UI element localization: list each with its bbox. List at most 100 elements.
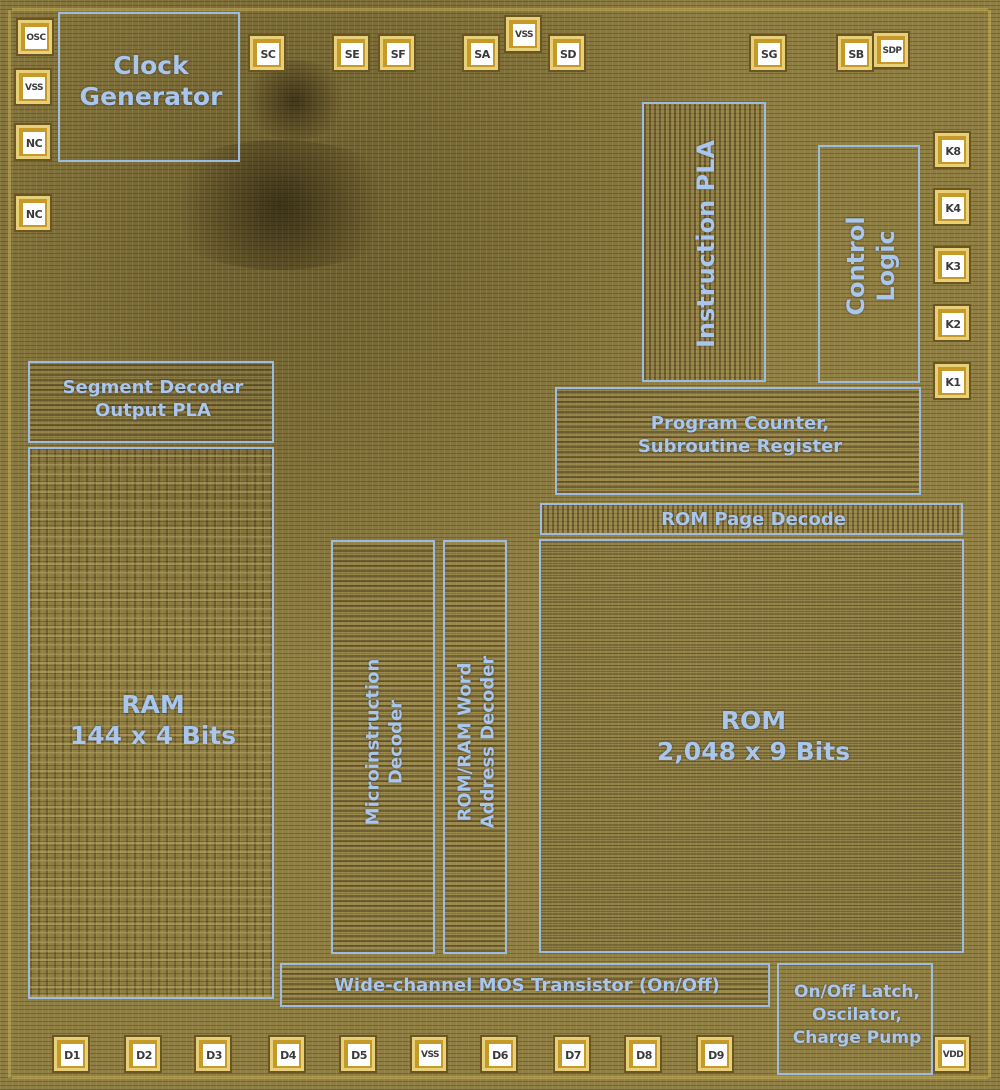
pad-nc-1-label: NC xyxy=(23,132,45,154)
pad-sb: SB xyxy=(838,36,872,70)
rom-label: ROM 2,048 x 9 Bits xyxy=(541,705,966,768)
clock-generator-line1: Clock xyxy=(113,51,189,80)
onoff-latch-line1: On/Off Latch, xyxy=(794,982,920,1002)
segment-decoder-line1: Segment Decoder xyxy=(62,377,244,398)
pad-sg-label: SG xyxy=(758,43,780,65)
pad-se-label: SE xyxy=(341,43,363,65)
pad-d4-label: D4 xyxy=(277,1044,299,1066)
clock-generator-label: Clock Generator xyxy=(60,50,242,113)
pad-sa-label: SA xyxy=(471,43,493,65)
pad-d3-label: D3 xyxy=(203,1044,225,1066)
pad-d6-label: D6 xyxy=(489,1044,511,1066)
pad-k2-label: K2 xyxy=(942,313,964,335)
clock-generator-line2: Generator xyxy=(79,82,223,112)
pad-d8: D8 xyxy=(626,1037,660,1071)
ram-line1: RAM xyxy=(121,690,185,719)
segment-decoder-label: Segment Decoder Output PLA xyxy=(30,377,276,422)
onoff-latch-block: On/Off Latch, Oscilator, Charge Pump xyxy=(777,963,933,1075)
pad-d4: D4 xyxy=(270,1037,304,1071)
pad-osc: OSC xyxy=(18,20,52,54)
top-bus-rail xyxy=(12,8,988,11)
wide-channel-mos-label: Wide-channel MOS Transistor (On/Off) xyxy=(334,975,720,996)
pad-vdd-label: VDD xyxy=(942,1044,964,1066)
rom-ram-word-decoder-label: ROM/RAM Word Address Decoder xyxy=(455,656,500,829)
rom-page-decode-label: ROM Page Decode xyxy=(661,509,846,530)
rom-ram-word-decoder-block: ROM/RAM Word Address Decoder xyxy=(443,540,507,954)
bottom-bus-rail xyxy=(12,1076,988,1079)
pad-k3: K3 xyxy=(935,248,969,282)
pad-sf-label: SF xyxy=(387,43,409,65)
rom-line1: ROM xyxy=(720,706,787,735)
pad-d3: D3 xyxy=(196,1037,230,1071)
pad-d1: D1 xyxy=(54,1037,88,1071)
microinstruction-decoder-line2: Decoder xyxy=(385,699,406,785)
pad-vss-left: VSS xyxy=(16,70,50,104)
pad-sdp: SDP xyxy=(874,33,908,67)
ram-block: RAM 144 x 4 Bits xyxy=(28,447,274,999)
pad-d7: D7 xyxy=(555,1037,589,1071)
instruction-pla-block: Instruction PLA xyxy=(642,102,766,382)
instruction-pla-label: Instruction PLA xyxy=(692,139,720,349)
pad-d2-label: D2 xyxy=(133,1044,155,1066)
pad-vss-left-label: VSS xyxy=(23,77,45,99)
program-counter-label: Program Counter, Subroutine Register xyxy=(557,413,923,458)
pad-vss-top-label: VSS xyxy=(513,24,535,46)
program-counter-block: Program Counter, Subroutine Register xyxy=(555,387,921,495)
pad-d8-label: D8 xyxy=(633,1044,655,1066)
pad-k1-label: K1 xyxy=(942,371,964,393)
left-bus-rail xyxy=(8,10,11,1078)
rom-block: ROM 2,048 x 9 Bits xyxy=(539,539,964,953)
pad-nc-2: NC xyxy=(16,196,50,230)
pad-sc: SC xyxy=(250,36,284,70)
rom-page-decode-block: ROM Page Decode xyxy=(540,503,963,535)
microinstruction-decoder-label: Microinstruction Decoder xyxy=(363,659,408,826)
pad-vdd: VDD xyxy=(935,1037,969,1071)
control-logic-line2: Logic xyxy=(872,230,900,302)
pad-k1: K1 xyxy=(935,364,969,398)
pad-sdp-label: SDP xyxy=(881,40,903,62)
ram-label: RAM 144 x 4 Bits xyxy=(30,689,276,752)
control-logic-block: Control Logic xyxy=(818,145,920,383)
pad-sb-label: SB xyxy=(845,43,867,65)
ram-line2: 144 x 4 Bits xyxy=(69,721,237,751)
program-counter-line1: Program Counter, xyxy=(650,413,830,434)
microinstruction-decoder-block: Microinstruction Decoder xyxy=(331,540,435,954)
onoff-latch-line3: Charge Pump xyxy=(792,1027,922,1048)
pad-sa: SA xyxy=(464,36,498,70)
onoff-latch-label: On/Off Latch, Oscilator, Charge Pump xyxy=(779,981,935,1050)
control-logic-label: Control Logic xyxy=(841,216,901,315)
pad-sd-label: SD xyxy=(557,43,579,65)
pad-d9: D9 xyxy=(698,1037,732,1071)
pad-d9-label: D9 xyxy=(705,1044,727,1066)
pad-d2: D2 xyxy=(126,1037,160,1071)
rom-line2: 2,048 x 9 Bits xyxy=(656,737,851,767)
pad-sd: SD xyxy=(550,36,584,70)
pad-se: SE xyxy=(334,36,368,70)
pad-nc-2-label: NC xyxy=(23,203,45,225)
pad-d7-label: D7 xyxy=(562,1044,584,1066)
rom-ram-word-decoder-line2: Address Decoder xyxy=(477,655,498,829)
onoff-latch-line2: Oscilator, xyxy=(812,1004,902,1025)
pad-d6: D6 xyxy=(482,1037,516,1071)
pad-vss-bottom-label: VSS xyxy=(419,1044,441,1066)
segment-decoder-block: Segment Decoder Output PLA xyxy=(28,361,274,443)
pad-k2: K2 xyxy=(935,306,969,340)
pad-k3-label: K3 xyxy=(942,255,964,277)
pad-osc-label: OSC xyxy=(25,27,47,49)
pad-d5: D5 xyxy=(341,1037,375,1071)
pad-sc-label: SC xyxy=(257,43,279,65)
pad-sg: SG xyxy=(751,36,785,70)
pad-k8: K8 xyxy=(935,133,969,167)
control-logic-line1: Control xyxy=(842,216,870,316)
pad-k4: K4 xyxy=(935,190,969,224)
contamination-spot xyxy=(240,60,350,140)
pad-d1-label: D1 xyxy=(61,1044,83,1066)
clock-generator-block: Clock Generator xyxy=(58,12,240,162)
pad-nc-1: NC xyxy=(16,125,50,159)
pad-vss-top: VSS xyxy=(506,17,540,51)
segment-decoder-line2: Output PLA xyxy=(95,399,211,421)
pad-d5-label: D5 xyxy=(348,1044,370,1066)
microinstruction-decoder-line1: Microinstruction xyxy=(362,658,384,826)
wide-channel-mos-block: Wide-channel MOS Transistor (On/Off) xyxy=(280,963,770,1007)
